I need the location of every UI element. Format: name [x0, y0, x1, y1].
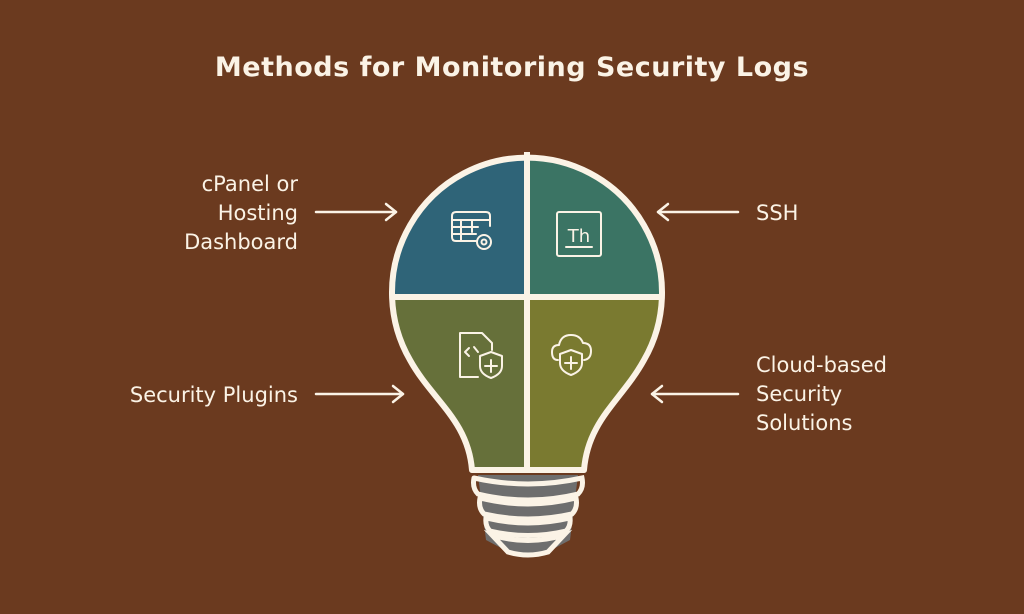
label-line: Security	[756, 382, 843, 406]
arrow-right-icon	[314, 202, 398, 222]
cloud-shield-icon	[551, 334, 592, 376]
arrow-right-icon	[314, 384, 405, 404]
terminal-th-text: Th	[567, 226, 590, 247]
label-security-plugins: Security Plugins	[129, 383, 298, 407]
quadrant-plugins	[392, 297, 527, 471]
table-gear-icon	[451, 211, 492, 250]
label-line: Dashboard	[184, 230, 298, 254]
quadrant-cpanel	[392, 157, 527, 297]
page-title: Methods for Monitoring Security Logs	[214, 52, 810, 83]
quadrant-cloud	[527, 297, 662, 471]
code-file-shield-icon	[459, 332, 493, 378]
label-ssh: SSH	[756, 201, 799, 225]
arrow-left-icon	[650, 384, 740, 404]
label-line: Hosting	[217, 201, 298, 225]
label-line: Cloud-based	[756, 353, 887, 377]
bulb-outline	[389, 154, 665, 473]
terminal-th-icon	[556, 211, 602, 257]
shield-plus-icon	[479, 351, 503, 379]
label-line: Solutions	[756, 411, 853, 435]
bulb-base	[471, 475, 585, 558]
label-cloud-security: Cloud-based Security Solutions	[756, 351, 887, 438]
arrow-left-icon	[656, 202, 740, 222]
label-line: cPanel or	[201, 172, 298, 196]
label-cpanel: cPanel or Hosting Dashboard	[140, 170, 298, 257]
